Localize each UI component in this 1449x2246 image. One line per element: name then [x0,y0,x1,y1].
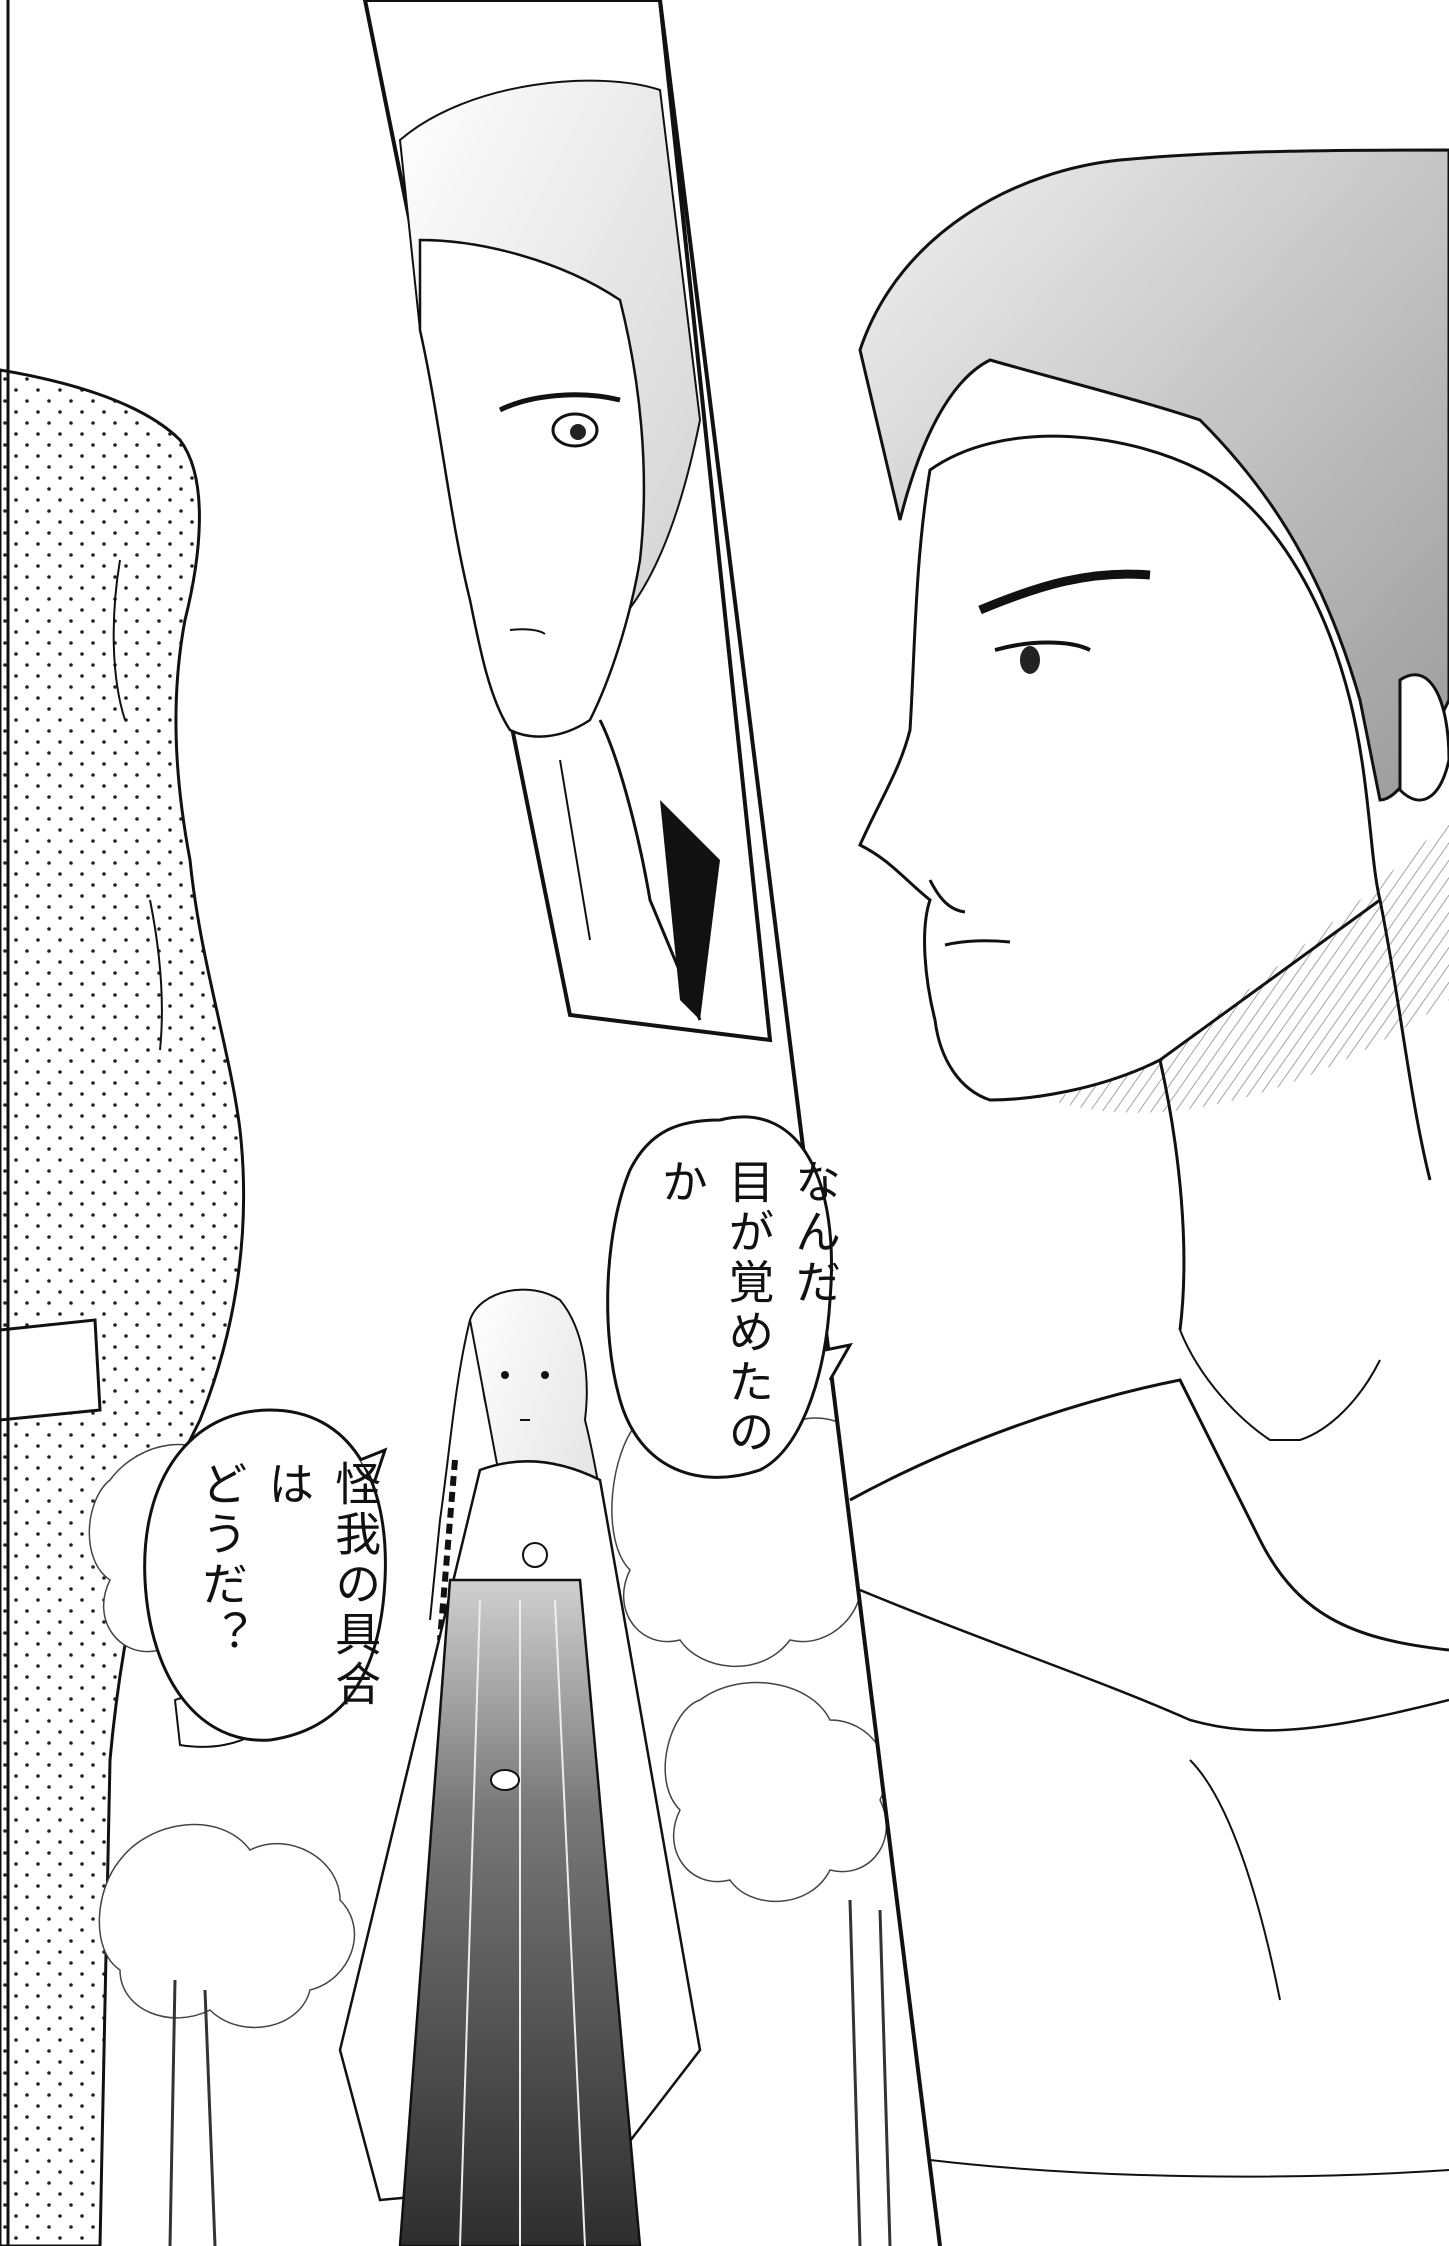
speech-2-line-2: どうだ？ [194,1460,249,1660]
speech-2-line-1: 怪我の具合は [261,1460,383,1710]
speech-text-2: 怪我の具合は どうだ？ [188,1460,388,1740]
speech-bubble-2 [143,1408,387,1742]
panel-woman-closeup [362,0,773,1043]
panel-woman-fullbody [88,1288,899,2246]
speech-bubble-1-tail [824,1342,853,1381]
speech-1-line-1: なんだ [788,1158,843,1308]
speech-bubble-1 [606,1115,833,1479]
speech-text-1: なんだ 目が覚めたのか [648,1158,848,1488]
speech-bubble-2-tail [359,1447,388,1481]
panel-man-profile [658,0,1449,2246]
speech-1-line-2: 目が覚めたのか [654,1158,776,1458]
